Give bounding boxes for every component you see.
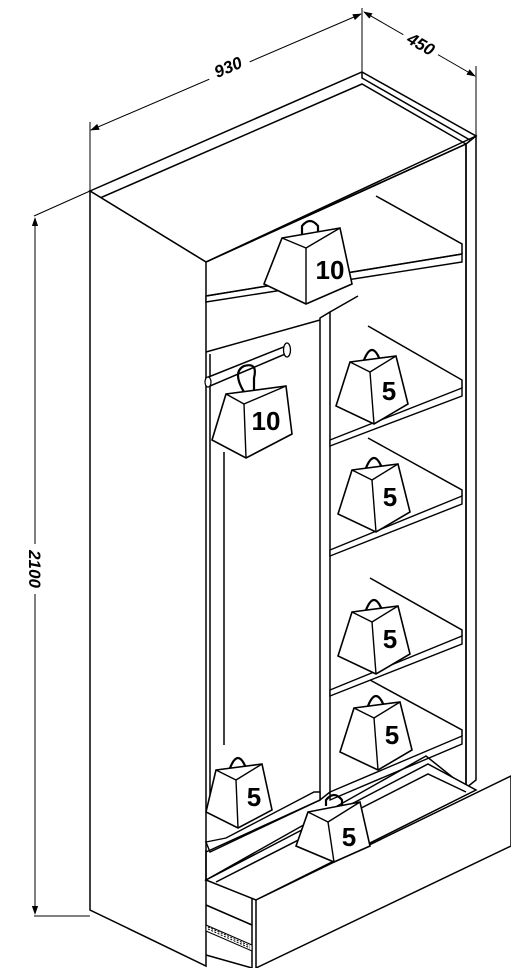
weight-label-shelf-2: 5 (383, 482, 397, 512)
depth-dimension: 450 (363, 11, 477, 136)
right-shelf (329, 325, 463, 448)
weight-5-shelf-2-icon (337, 456, 411, 533)
right-shelf (329, 437, 463, 558)
weight-label-drawer: 5 (342, 822, 356, 852)
weight-10-top-icon (262, 219, 353, 305)
right-shelves (329, 325, 463, 802)
weight-label-rail: 10 (252, 406, 281, 436)
weight-10-rail-icon (211, 364, 293, 459)
weight-5-shelf-4-icon (339, 694, 413, 771)
weight-label-left-bottom: 5 (247, 782, 261, 812)
weight-label-top: 10 (316, 255, 345, 285)
height-dimension: 2100 (24, 190, 91, 917)
weight-label-shelf-1: 5 (382, 376, 396, 406)
right-shelf (329, 577, 463, 698)
weight-5-shelf-1-icon (335, 348, 409, 425)
height-label: 2100 (25, 549, 44, 588)
drawer-runner (205, 924, 253, 952)
weight-5-shelf-3-icon (337, 598, 411, 675)
weight-label-shelf-4: 5 (385, 720, 399, 750)
width-dimension: 930 (89, 8, 363, 190)
wardrobe-body (88, 71, 478, 968)
weight-5-left-bottom-icon (205, 756, 273, 829)
weight-5-drawer-icon (294, 793, 371, 863)
left-compartment (205, 319, 321, 853)
weight-label-shelf-3: 5 (383, 624, 397, 654)
